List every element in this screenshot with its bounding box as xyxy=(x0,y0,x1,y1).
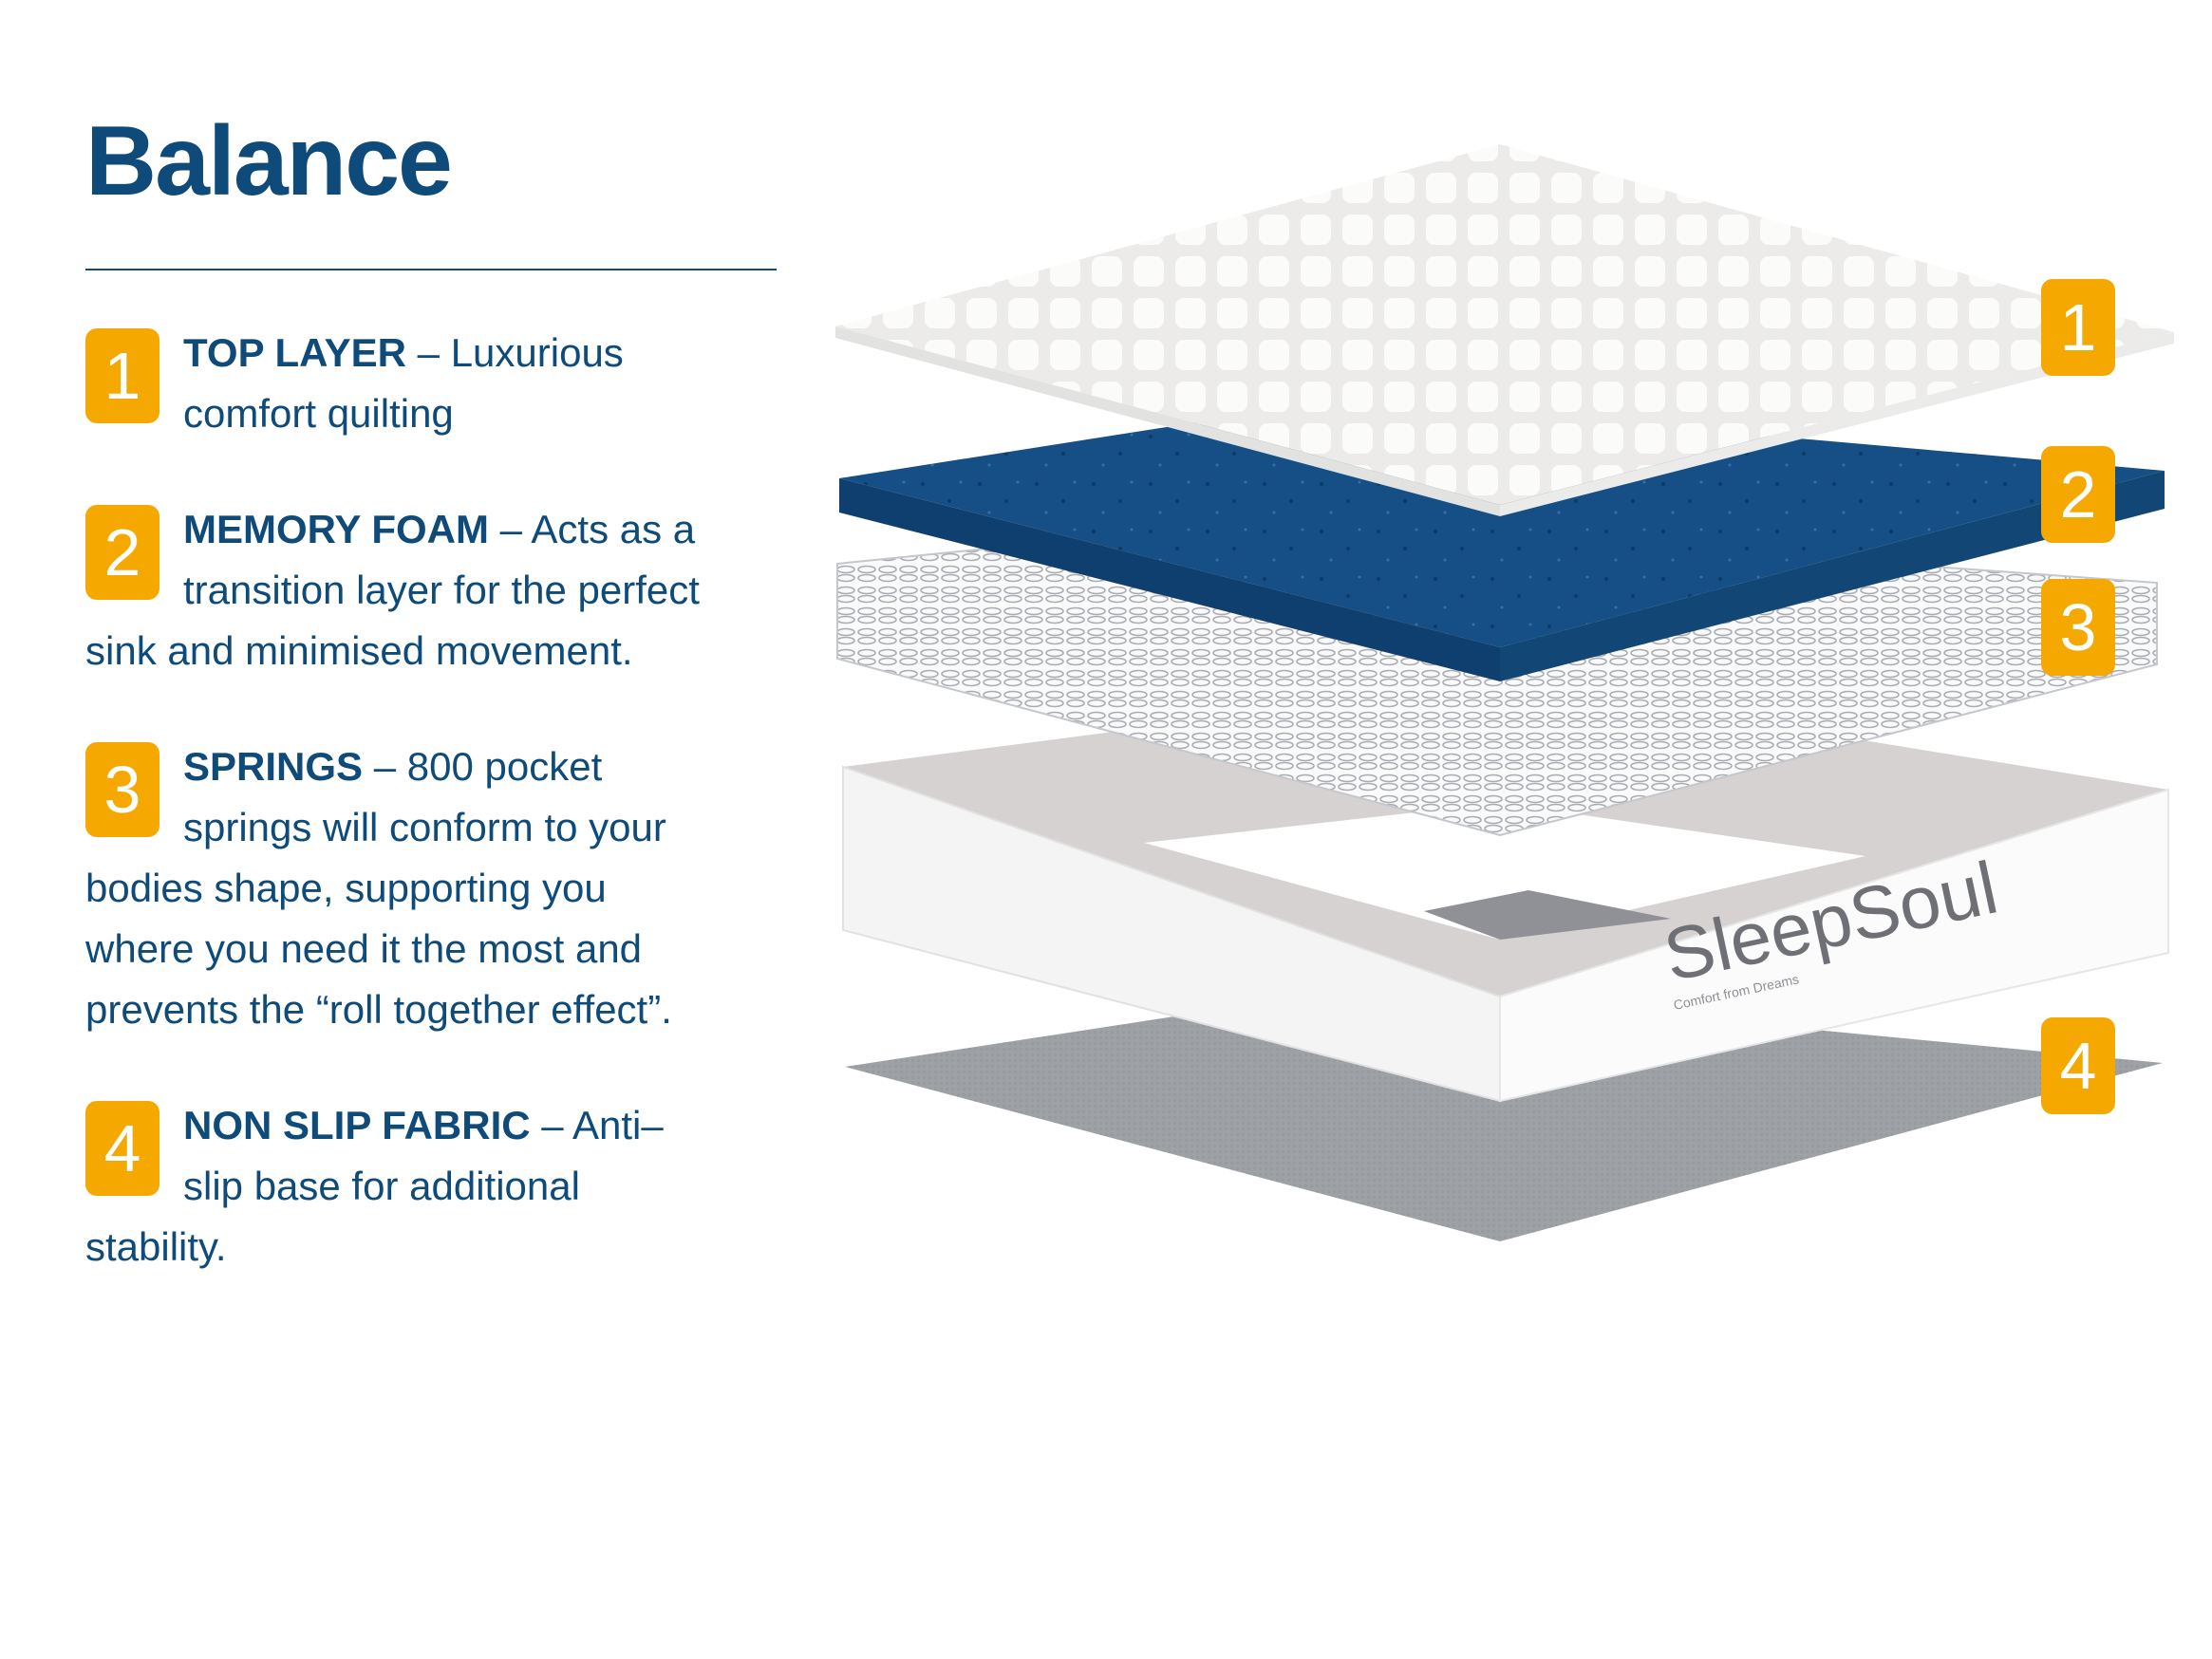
layer-number-badge: 1 xyxy=(85,328,159,423)
layer-separator: – xyxy=(405,330,451,375)
layer-description: Anti–slip base for additional stability. xyxy=(85,1103,664,1269)
layer-item-top-layer: 1 TOP LAYER – Luxurious comfort quilting xyxy=(85,323,712,444)
layer-description: Luxurious comfort quilting xyxy=(183,330,624,436)
layer-separator: – xyxy=(489,507,532,551)
layer-description: Acts as a transition layer for the perfe… xyxy=(85,507,700,673)
layer-item-springs: 3 SPRINGS – 800 pocket springs will conf… xyxy=(85,736,712,1040)
title-divider xyxy=(85,269,777,270)
border-frame: SleepSoul Comfort from Dreams xyxy=(842,681,2169,1103)
layer-text: TOP LAYER – Luxurious comfort quilting xyxy=(85,323,712,444)
layer-description: 800 pocket springs will conform to your … xyxy=(85,744,672,1032)
layer-number-badge: 3 xyxy=(85,742,159,837)
callout-badge-4: 4 xyxy=(2041,1017,2115,1114)
layer-number-badge: 4 xyxy=(85,1101,159,1196)
callout-badge-2: 2 xyxy=(2041,446,2115,543)
callout-badge-3: 3 xyxy=(2041,579,2115,676)
memory-foam-layer xyxy=(839,399,2165,681)
layer-text: NON SLIP FABRIC – Anti–slip base for add… xyxy=(85,1095,712,1277)
layer-text: MEMORY FOAM – Acts as a transition layer… xyxy=(85,499,712,681)
callout-badge-1: 1 xyxy=(2041,279,2115,376)
layer-separator: – xyxy=(530,1103,572,1147)
base-fabric-layer xyxy=(845,987,2163,1241)
layer-name: TOP LAYER xyxy=(183,330,406,375)
mattress-exploded-diagram: SleepSoul Comfort from Dreams xyxy=(835,144,2174,1241)
layer-item-memory-foam: 2 MEMORY FOAM – Acts as a transition lay… xyxy=(85,499,712,681)
layer-name: SPRINGS xyxy=(183,744,364,789)
layer-name: NON SLIP FABRIC xyxy=(183,1103,531,1147)
layer-list: 1 TOP LAYER – Luxurious comfort quilting… xyxy=(85,323,712,1333)
page-title: Balance xyxy=(85,106,453,216)
layer-number-badge: 2 xyxy=(85,505,159,600)
layer-item-non-slip-fabric: 4 NON SLIP FABRIC – Anti–slip base for a… xyxy=(85,1095,712,1277)
layer-name: MEMORY FOAM xyxy=(183,507,489,551)
layer-text: SPRINGS – 800 pocket springs will confor… xyxy=(85,736,712,1040)
quilted-top-layer xyxy=(835,144,2174,516)
layer-separator: – xyxy=(363,744,407,789)
